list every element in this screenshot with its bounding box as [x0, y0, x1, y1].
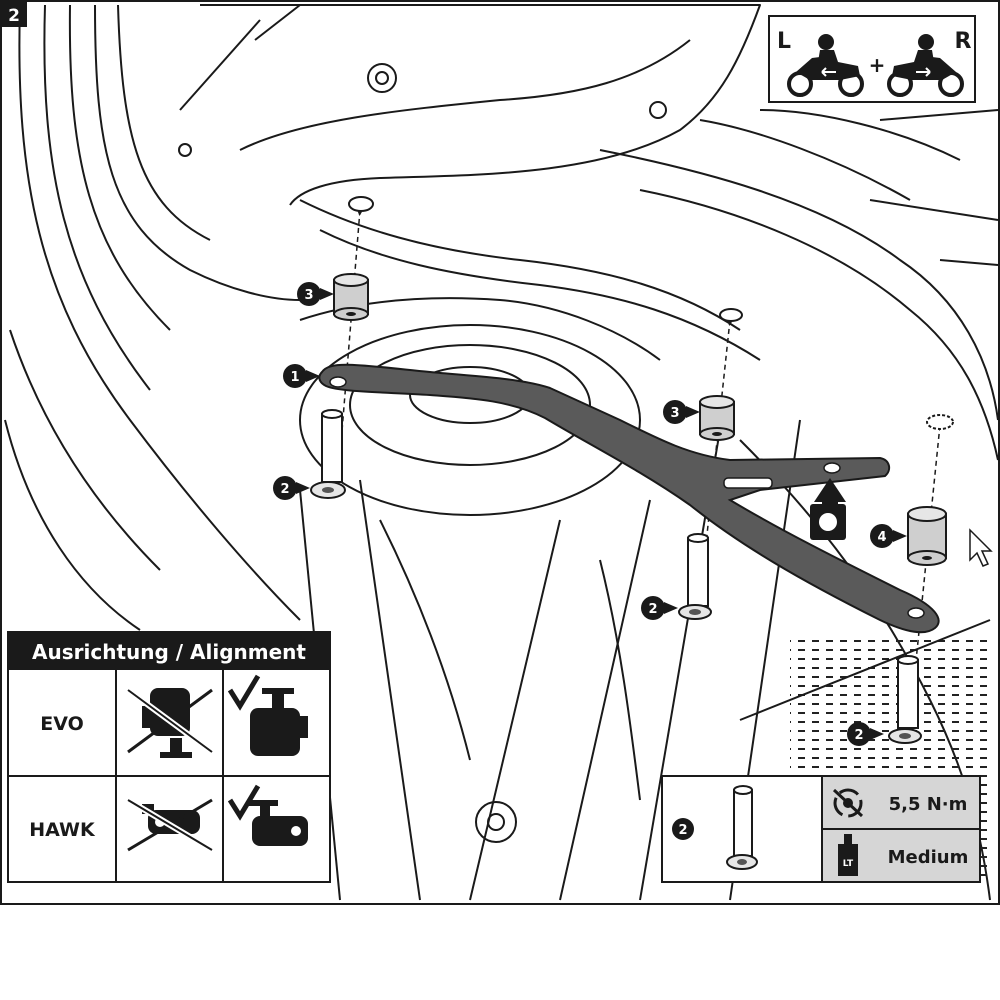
callout-label: 3 [670, 406, 679, 421]
alignment-table: Ausrichtung / Alignment EVO HAWK [7, 631, 331, 883]
threadlock-icon-text: LT [843, 859, 854, 869]
spacer-part-3-middle [699, 395, 735, 441]
callout-spacer-c: 4 [870, 524, 907, 548]
alignment-table-header [8, 632, 330, 670]
callout-label: 4 [877, 530, 886, 545]
callout-bracket: 1 [283, 364, 320, 388]
callout-label: 1 [290, 370, 299, 385]
callout-label: 3 [304, 288, 313, 303]
spacer-part-4 [907, 506, 947, 566]
step-number: 2 [8, 6, 20, 26]
bracket-hole-left [329, 376, 347, 388]
fairing-line-art [4, 4, 999, 901]
torque-wrench-icon [832, 788, 864, 818]
mouse-cursor-icon [969, 528, 993, 567]
bolt-part-2-left [310, 409, 346, 499]
motorcycle-right-icon [887, 34, 964, 97]
bracket-hole-right-arm [823, 462, 841, 474]
evo-wrong-orientation-icon [126, 687, 214, 758]
alignment-row-label-hawk: HAWK [29, 819, 96, 841]
threadlock-strength: Medium [888, 847, 969, 868]
both-sides-badge: L R + [768, 15, 976, 103]
spec-part-number: 2 [678, 823, 687, 838]
callout-spacer-b: 3 [663, 400, 700, 424]
bolt-part-2-middle [678, 533, 712, 620]
torque-value: 5,5 N·m [889, 794, 968, 815]
right-side-label: R [955, 29, 972, 54]
spacer-part-3-upper [333, 273, 369, 321]
hand-tighten-indicator [810, 478, 846, 540]
motorcycle-left-icon [787, 34, 864, 97]
plus-label: + [869, 53, 886, 77]
callout-label: 2 [854, 728, 863, 743]
bracket-slot [723, 477, 773, 489]
alignment-row-label-evo: EVO [40, 713, 84, 735]
hawk-wrong-orientation-icon [126, 797, 214, 853]
step-number-badge: 2 [1, 1, 27, 27]
mounting-bracket [318, 363, 940, 634]
callout-bolt-a: 2 [273, 476, 310, 500]
torque-spec-box: 2 5,5 N·m LT Medium [661, 775, 981, 883]
callout-label: 2 [648, 602, 657, 617]
left-side-label: L [777, 29, 791, 54]
mount-hole-middle [719, 308, 743, 322]
callout-label: 2 [280, 482, 289, 497]
bracket-hole-lower [907, 607, 925, 619]
hawk-correct-orientation-icon [227, 784, 308, 846]
mount-hole-upper-left [348, 196, 374, 212]
callout-bolt-c: 2 [847, 722, 884, 746]
callout-bolt-b: 2 [641, 596, 678, 620]
mount-hole-right [926, 414, 954, 430]
threadlocker-bottle-icon: LT [838, 834, 858, 876]
bolt-part-2-right [888, 655, 922, 744]
callout-spacer-a: 3 [297, 282, 334, 306]
alignment-table-title: Ausrichtung / Alignment [32, 640, 306, 664]
bolt-spec-icon [726, 785, 758, 870]
evo-correct-orientation-icon [227, 674, 308, 756]
